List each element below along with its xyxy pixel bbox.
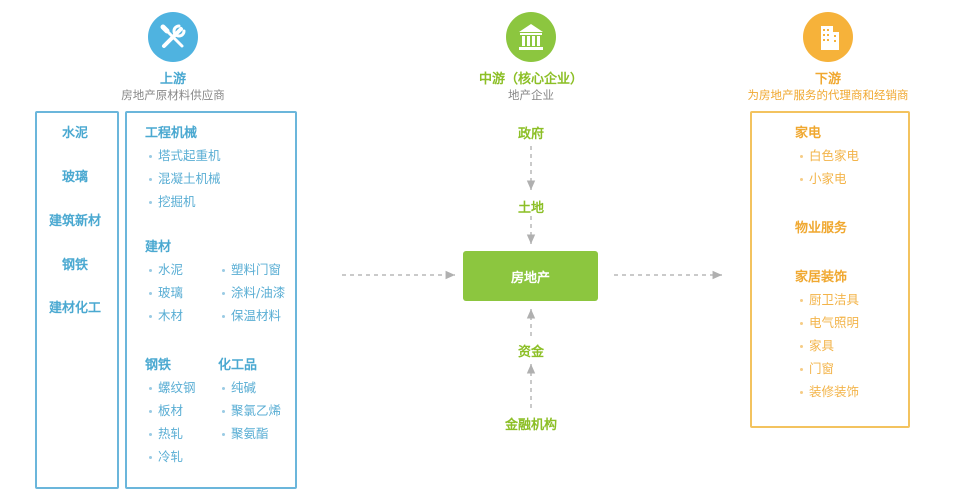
list-item: 保温材料 bbox=[222, 305, 281, 324]
group-heading-building-materials: 建材 bbox=[145, 240, 172, 255]
tools-icon bbox=[148, 12, 198, 62]
list-item: 塑料门窗 bbox=[222, 259, 281, 278]
list-item: 家具 bbox=[800, 335, 834, 354]
group-heading-home-decoration: 家居装饰 bbox=[795, 270, 848, 285]
group-heading-chemicals: 化工品 bbox=[218, 358, 258, 373]
downstream-subtitle: 为房地产服务的代理商和经销商 bbox=[747, 88, 909, 102]
bank-building-icon bbox=[506, 12, 556, 62]
upstream-category-box bbox=[35, 111, 119, 489]
list-item: 冷轧 bbox=[149, 446, 183, 465]
list-item: 白色家电 bbox=[800, 145, 859, 164]
downstream-box bbox=[750, 111, 910, 428]
node-financial-institutions: 金融机构 bbox=[505, 418, 558, 433]
list-item: 小家电 bbox=[800, 168, 847, 187]
list-item: 聚氨酯 bbox=[222, 423, 269, 442]
upstream-subtitle: 房地产原材料供应商 bbox=[121, 88, 225, 102]
list-item: 涂料/油漆 bbox=[222, 282, 285, 301]
list-item: 板材 bbox=[149, 400, 183, 419]
category-new-materials: 建筑新材 bbox=[49, 214, 102, 229]
category-steel: 钢铁 bbox=[62, 258, 89, 273]
node-real-estate: 房地产 bbox=[463, 251, 598, 301]
group-heading-appliances: 家电 bbox=[795, 126, 822, 141]
category-cement: 水泥 bbox=[62, 126, 89, 141]
list-item: 门窗 bbox=[800, 358, 834, 377]
group-heading-property-services: 物业服务 bbox=[795, 221, 848, 236]
list-item: 水泥 bbox=[149, 259, 183, 278]
office-building-icon bbox=[803, 12, 853, 62]
node-government: 政府 bbox=[518, 127, 545, 142]
list-item: 挖掘机 bbox=[149, 191, 196, 210]
group-heading-machinery: 工程机械 bbox=[145, 126, 198, 141]
node-capital: 资金 bbox=[518, 345, 545, 360]
list-item: 厨卫洁具 bbox=[800, 289, 859, 308]
category-chemicals: 建材化工 bbox=[49, 301, 102, 316]
list-item: 螺纹钢 bbox=[149, 377, 196, 396]
list-item: 塔式起重机 bbox=[149, 145, 221, 164]
group-heading-steel: 钢铁 bbox=[145, 358, 172, 373]
downstream-title: 下游 bbox=[814, 72, 841, 87]
list-item: 玻璃 bbox=[149, 282, 183, 301]
list-item: 热轧 bbox=[149, 423, 183, 442]
category-glass: 玻璃 bbox=[62, 170, 89, 185]
list-item: 木材 bbox=[149, 305, 183, 324]
node-land: 土地 bbox=[518, 201, 545, 216]
midstream-subtitle: 地产企业 bbox=[508, 88, 554, 102]
list-item: 电气照明 bbox=[800, 312, 859, 331]
list-item: 聚氯乙烯 bbox=[222, 400, 281, 419]
list-item: 纯碱 bbox=[222, 377, 256, 396]
upstream-title: 上游 bbox=[159, 72, 186, 87]
midstream-title: 中游（核心企业） bbox=[478, 72, 583, 87]
upstream-detail-box bbox=[125, 111, 297, 489]
list-item: 装修装饰 bbox=[800, 381, 859, 400]
list-item: 混凝土机械 bbox=[149, 168, 221, 187]
